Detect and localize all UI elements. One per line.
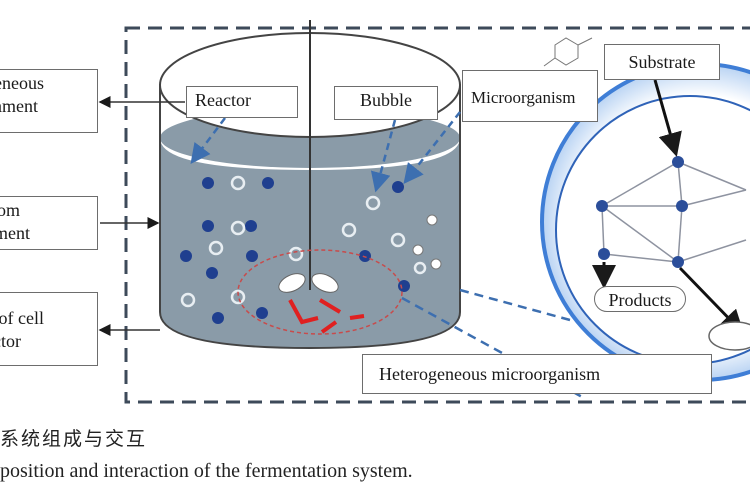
caption-chinese: 系统组成与交互 <box>0 428 148 450</box>
molecule-icon <box>543 37 593 67</box>
bubbles <box>180 175 427 308</box>
small-cell-bubble <box>708 321 750 351</box>
left-arrows <box>98 96 185 336</box>
substrate-label: Substrate <box>604 44 720 80</box>
white-particles <box>412 214 442 270</box>
left-box-middle: from nment <box>0 196 98 250</box>
system-dashed-frame <box>124 26 750 404</box>
reactor-label: Reactor <box>186 86 298 118</box>
left-box-top-line1: geneous <box>0 73 44 93</box>
caption-english: position and interaction of the fermenta… <box>0 460 413 482</box>
dark-particles <box>180 177 410 324</box>
impeller-zone <box>237 249 403 335</box>
metabolic-network <box>601 161 747 263</box>
left-box-bottom-line1: n of cell <box>0 308 44 328</box>
microorganism-label: Microorganism <box>462 70 598 122</box>
left-box-top: geneous nament <box>0 69 98 133</box>
bubble-label: Bubble <box>334 86 438 120</box>
left-box-bottom: n of cell actor <box>0 292 98 366</box>
products-label: Products <box>594 286 686 312</box>
impeller <box>278 273 339 293</box>
left-box-bottom-line2: actor <box>0 330 21 351</box>
red-flow-arrows <box>288 298 365 334</box>
left-box-top-line2: nament <box>0 95 38 116</box>
left-box-middle-line2: nment <box>0 222 30 243</box>
network-nodes <box>596 156 688 268</box>
left-box-middle-line1: from <box>0 200 20 220</box>
network-arrows <box>592 79 745 335</box>
heterogeneous-microorganism-label: Heterogeneous microorganism <box>362 354 712 394</box>
